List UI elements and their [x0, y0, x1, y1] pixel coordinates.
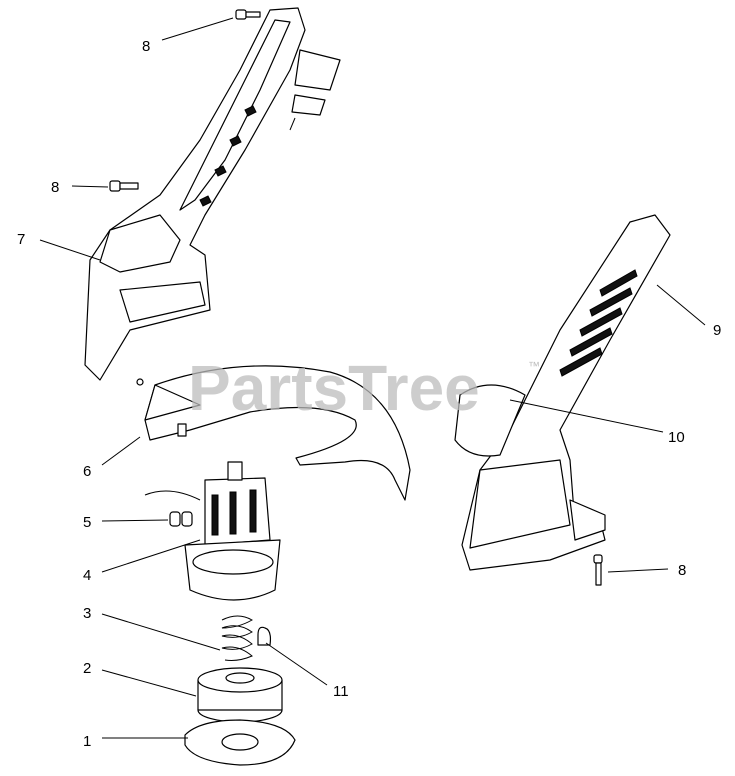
handle-part [454, 214, 671, 571]
callout-4: 4 [83, 567, 91, 584]
callout-3: 3 [83, 605, 91, 622]
callout-9: 9 [713, 322, 721, 339]
spring-part [221, 615, 254, 661]
cap-part [184, 719, 296, 766]
callout-10: 10 [668, 429, 685, 446]
screw-bottom [593, 554, 603, 586]
callout-5: 5 [83, 514, 91, 531]
motor-part [144, 461, 281, 646]
callout-11: 11 [333, 683, 349, 700]
callout-6: 6 [83, 463, 91, 480]
spool-part [197, 667, 283, 723]
guard-part [136, 365, 411, 501]
leader-lines [39, 17, 706, 739]
callout-labels: 8 8 7 9 10 6 5 4 8 3 2 11 1 [17, 38, 721, 750]
screw-top [235, 9, 261, 20]
callout-8-top: 8 [142, 38, 150, 55]
upper-housing-part [84, 7, 341, 381]
callout-7: 7 [17, 231, 25, 248]
callout-2: 2 [83, 660, 91, 677]
callout-8-mid: 8 [51, 179, 59, 196]
watermark: PartsTree ™ [188, 352, 540, 424]
watermark-text: PartsTree [188, 352, 480, 424]
callout-8-bottom: 8 [678, 562, 686, 579]
watermark-trademark: ™ [528, 359, 540, 373]
screw-mid [109, 180, 139, 192]
callout-1: 1 [83, 733, 91, 750]
